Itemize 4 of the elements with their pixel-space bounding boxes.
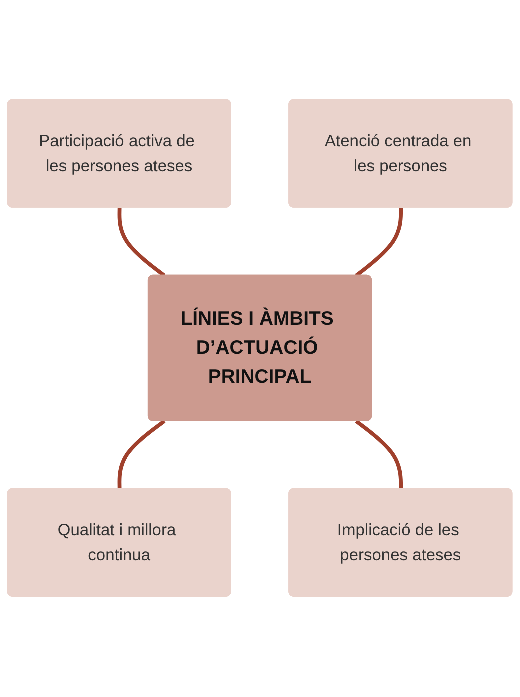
connector — [118, 208, 166, 278]
connector — [118, 420, 166, 490]
connector — [355, 208, 404, 278]
connector — [355, 420, 404, 490]
